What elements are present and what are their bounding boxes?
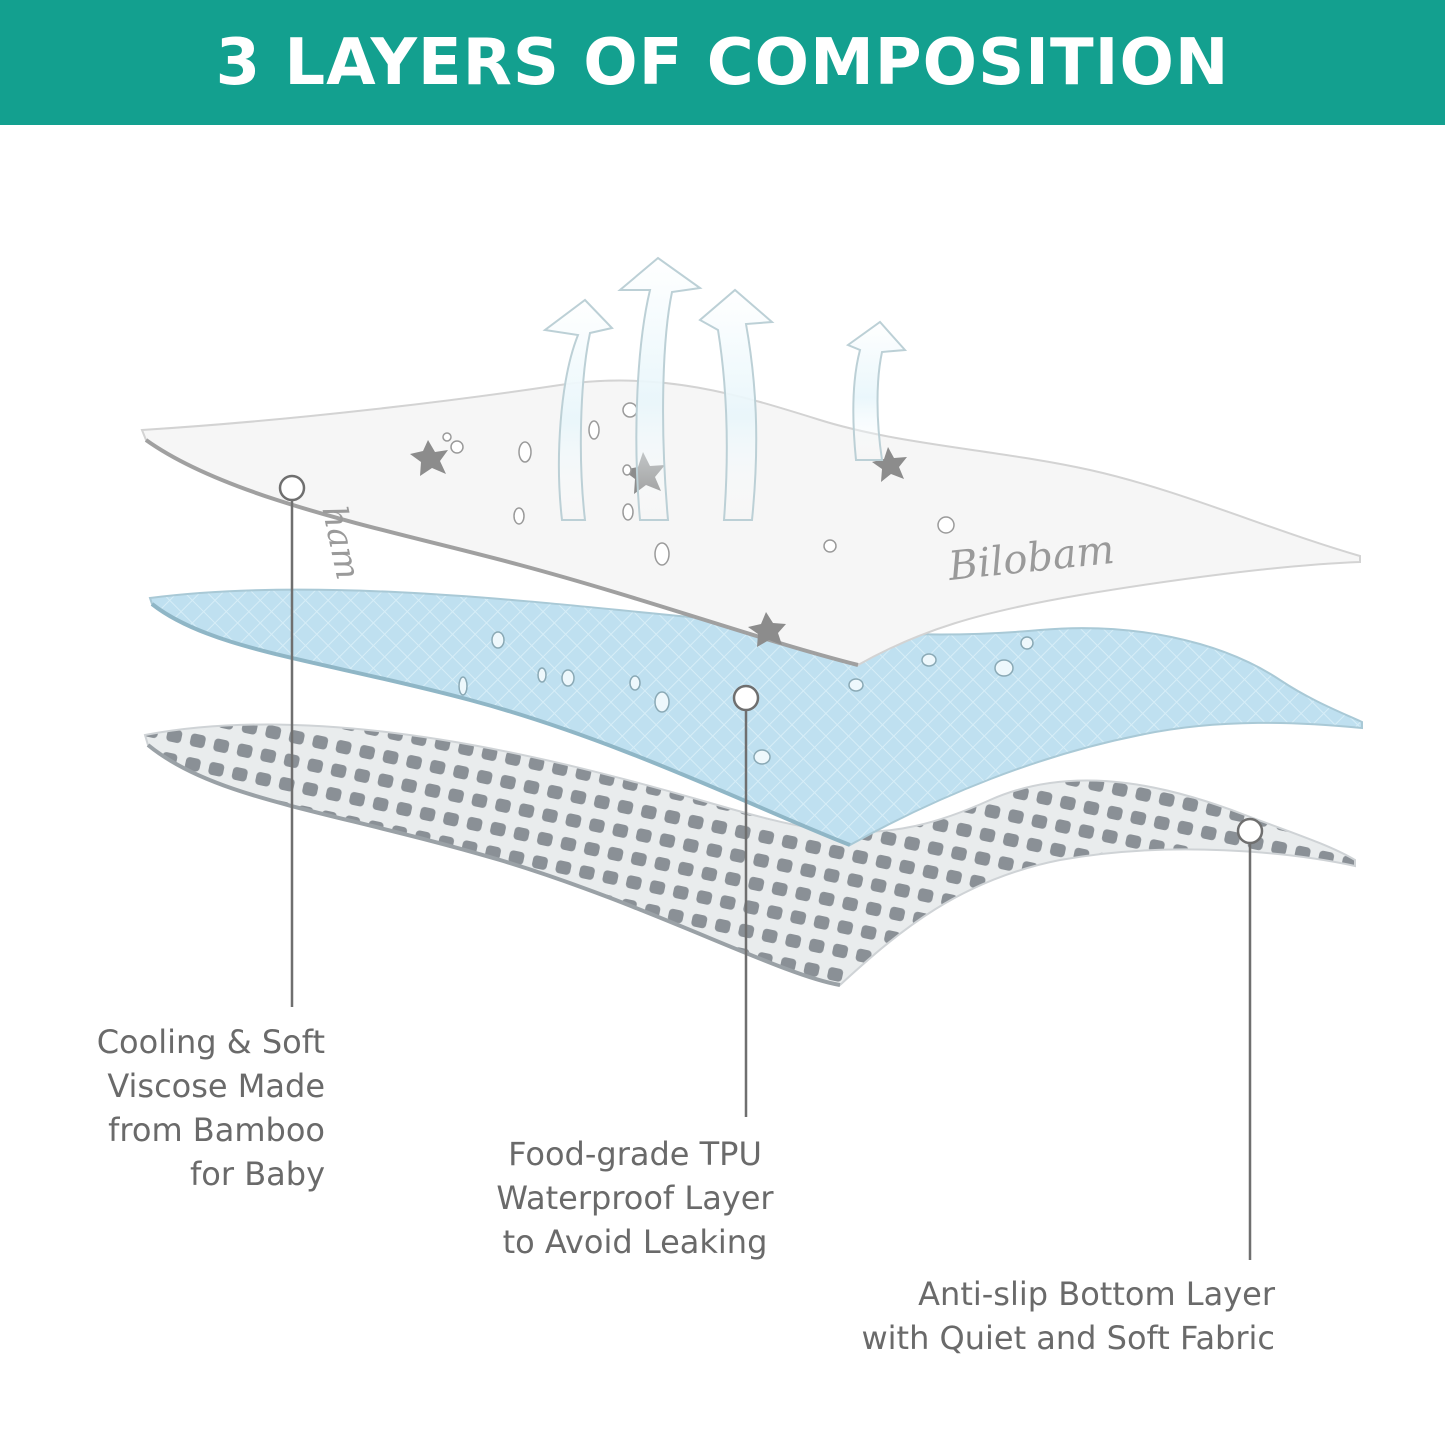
airflow-arrows <box>542 256 908 521</box>
top-layer: Bilobam ham <box>140 379 1361 667</box>
callout-middle <box>732 684 760 1117</box>
middle-layer-label: Food-grade TPU Waterproof Layer to Avoid… <box>496 1135 774 1261</box>
callout-top <box>278 474 306 1007</box>
page-title: 3 LAYERS OF COMPOSITION <box>215 25 1230 100</box>
top-layer-label: Cooling & Soft Viscose Made from Bamboo … <box>96 1023 325 1193</box>
bottom-layer-label: Anti-slip Bottom Layer with Quiet and So… <box>861 1275 1275 1357</box>
bottom-layer <box>143 723 1356 987</box>
callout-bottom <box>1236 817 1264 1260</box>
header-banner: 3 LAYERS OF COMPOSITION <box>0 0 1445 125</box>
